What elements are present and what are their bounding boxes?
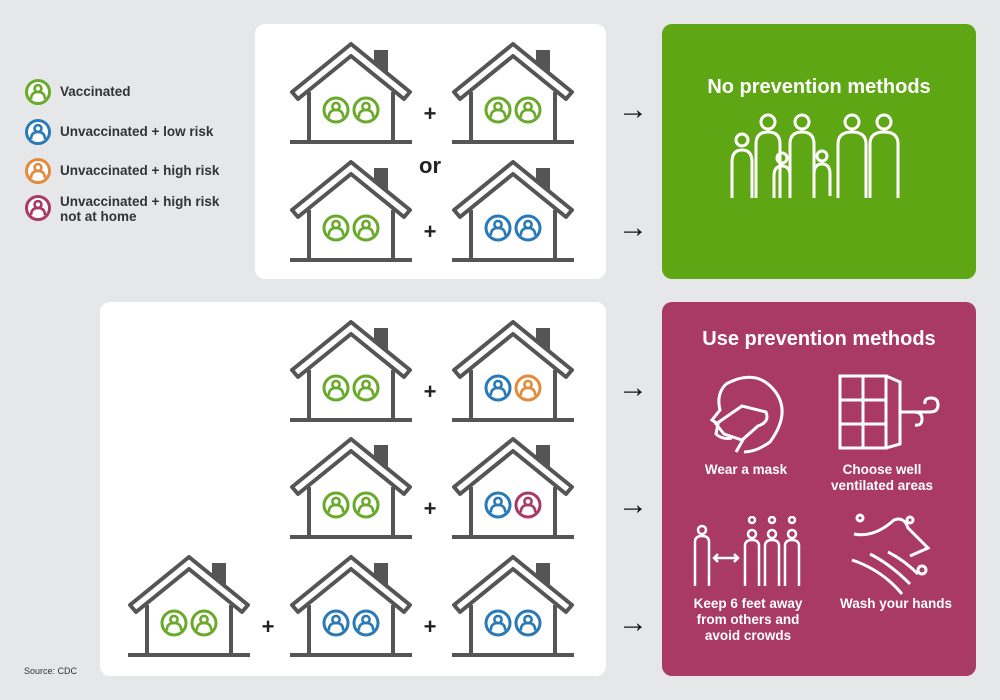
occupants [484, 374, 542, 402]
house-4-1 [290, 437, 412, 541]
house-icon [452, 320, 574, 422]
plus-sign: + [423, 614, 437, 639]
plus-sign: + [261, 614, 275, 639]
legend-item-vaccinated: Vaccinated [24, 78, 230, 106]
plus-sign: + [423, 219, 437, 244]
source-note: Source: CDC [24, 666, 78, 676]
house-2-2 [452, 160, 574, 264]
person-icon [25, 195, 51, 221]
handwash-icon [851, 513, 931, 595]
mask-icon [709, 375, 784, 454]
person-icon [25, 119, 51, 145]
plus-sign: + [423, 496, 437, 521]
window-icon [838, 374, 940, 450]
house-1-1 [290, 42, 412, 146]
occupants [322, 491, 380, 519]
family-icon [730, 113, 900, 198]
house-5-2 [290, 555, 412, 659]
house-3-2 [452, 320, 574, 424]
occupants [322, 609, 380, 637]
house-5-3 [452, 555, 574, 659]
house-icon [452, 160, 574, 262]
arrow-icon: → [618, 488, 648, 521]
legend-label: Vaccinated [60, 84, 131, 99]
occupants [484, 609, 542, 637]
legend-label: Unvaccinated + low risk [60, 124, 214, 139]
occupants [484, 491, 542, 519]
house-icon [290, 320, 412, 422]
or-label: or [419, 153, 441, 178]
legend-label: Unvaccinated + high risk not at home [60, 194, 220, 224]
occupants [322, 214, 380, 242]
arrow-icon: → [618, 93, 648, 126]
person-icon [25, 158, 51, 184]
house-1-2 [452, 42, 574, 146]
plus-sign: + [423, 379, 437, 404]
house-4-2 [452, 437, 574, 541]
house-icon [128, 555, 250, 657]
arrow-icon: → [618, 606, 648, 639]
house-icon [452, 42, 574, 144]
no-prevention-title: No prevention methods [707, 76, 931, 98]
house-icon [452, 555, 574, 657]
house-3-1 [290, 320, 412, 424]
occupants [484, 214, 542, 242]
house-icon [452, 437, 574, 539]
method-label-mask: Wear a mask [704, 462, 788, 477]
house-icon [290, 555, 412, 657]
legend-item-low_risk: Unvaccinated + low risk [24, 118, 230, 146]
prevention-title: Use prevention methods [702, 328, 936, 350]
occupants [322, 374, 380, 402]
distance-icon [693, 516, 801, 586]
house-icon [290, 437, 412, 539]
occupants [484, 96, 542, 124]
house-2-1 [290, 160, 412, 264]
plus-sign: + [423, 101, 437, 126]
house-icon [290, 42, 412, 144]
house-5-1 [128, 555, 250, 659]
legend-item-not_home: Unvaccinated + high risk not at home [24, 194, 230, 224]
method-label-ventilation: Choose well ventilated areas [830, 462, 934, 493]
legend-item-high_risk: Unvaccinated + high risk [24, 157, 230, 185]
method-label-distance: Keep 6 feet away from others and avoid c… [693, 596, 803, 643]
person-icon [25, 79, 51, 105]
arrow-icon: → [618, 371, 648, 404]
occupants [322, 96, 380, 124]
arrow-icon: → [618, 211, 648, 244]
method-label-handwash: Wash your hands [839, 596, 952, 611]
house-icon [290, 160, 412, 262]
no-prevention-panel: No prevention methods [662, 24, 976, 279]
legend-label: Unvaccinated + high risk [60, 163, 220, 178]
prevention-panel: Use prevention methods Wear a mask Choos… [662, 302, 976, 676]
occupants [160, 609, 218, 637]
